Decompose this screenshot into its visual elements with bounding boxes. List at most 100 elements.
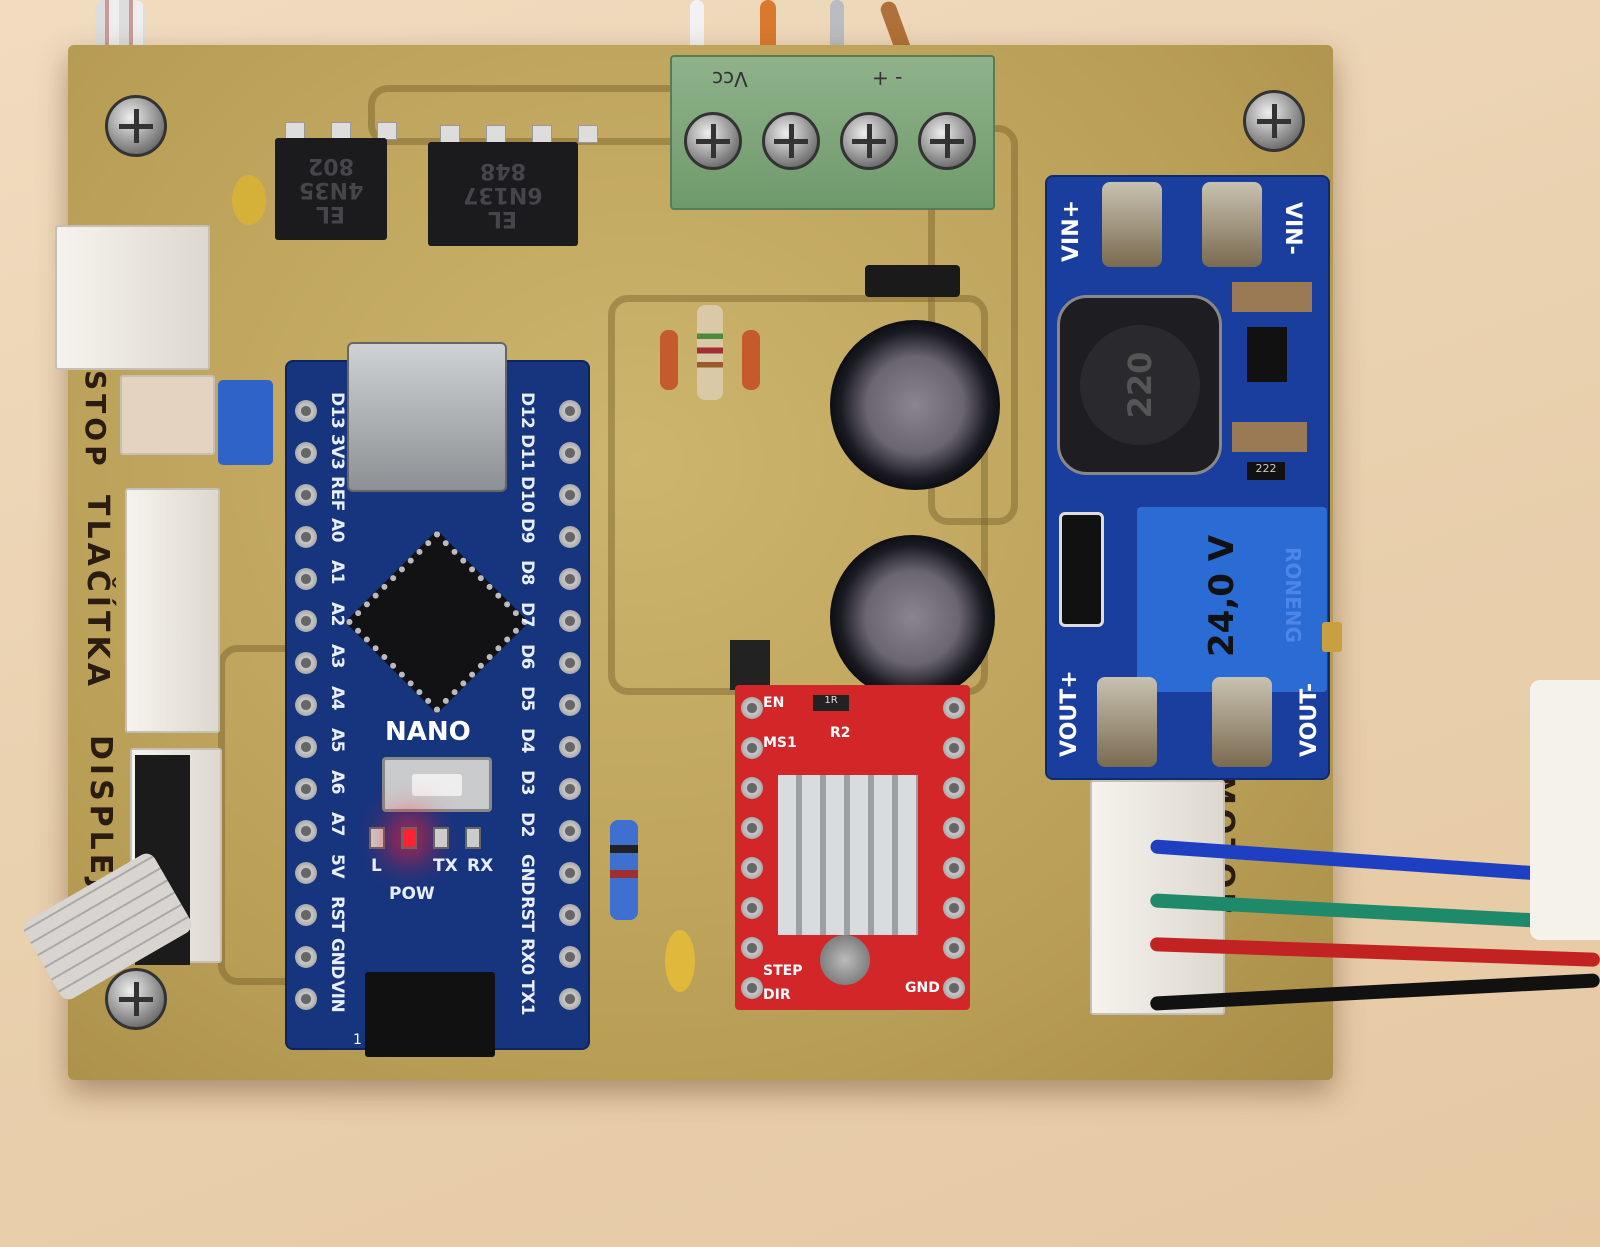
nano-pin-3v3 [295, 442, 317, 464]
driver-pin [943, 777, 965, 799]
driver-header [730, 640, 770, 690]
driver-pin [943, 937, 965, 959]
nano-pin-d7 [559, 610, 581, 632]
optocoupler-6n137: 848 6N137 EL [428, 142, 578, 246]
pot-brand: RONENG [1281, 547, 1305, 643]
schottky-diode [1059, 512, 1104, 627]
nano-pin-tx1 [559, 988, 581, 1010]
smd-capacitor [1232, 422, 1307, 452]
driver-pin [741, 777, 763, 799]
nano-pin-label: 5V [327, 854, 347, 878]
nano-pin-a0 [295, 526, 317, 548]
nano-pin-label: RST [327, 896, 347, 932]
inductor-marking: 220 [1079, 325, 1200, 445]
vout-minus-label: VOUT- [1297, 682, 1322, 757]
led-label-pow: POW [389, 884, 435, 904]
vin-minus-label: VIN- [1280, 202, 1305, 255]
buttons-connector [125, 488, 220, 733]
label-buttons: TLAČÍTKA [80, 495, 115, 690]
driver-pin-dir: DIR [763, 987, 791, 1003]
label-display: DISPLEJ [83, 735, 118, 894]
terminal-screw [840, 112, 898, 170]
optocoupler-4n35: 802 4N35 EL [275, 138, 387, 240]
nano-pin-label: A4 [327, 686, 347, 710]
driver-pin [943, 817, 965, 839]
nano-pin-label: A3 [327, 644, 347, 668]
nano-pin-d8 [559, 568, 581, 590]
nano-pin-label: D5 [517, 686, 537, 711]
inductor: 220 [1057, 295, 1222, 475]
output-voltage-potentiometer[interactable]: RONENG 24,0 V [1137, 507, 1342, 692]
nano-pin-gnd [295, 946, 317, 968]
driver-pin-step: STEP [763, 963, 803, 979]
chip-maker: EL [488, 206, 518, 231]
driver-pin [741, 817, 763, 839]
nano-pin-label: VIN [327, 980, 347, 1013]
chip-part: 6N137 [463, 182, 543, 207]
vin-plus-label: VIN+ [1059, 199, 1084, 262]
driver-pin [741, 737, 763, 759]
smd-capacitor [1232, 282, 1312, 312]
nano-pin-label: D3 [517, 770, 537, 795]
terminal-screw [918, 112, 976, 170]
vin-minus-pad [1202, 182, 1262, 267]
nano-pin-label: D11 [517, 434, 537, 471]
driver-pin-ms1: MS1 [763, 735, 797, 751]
driver-pin-en: EN [763, 695, 785, 711]
heatsink [778, 775, 918, 935]
nano-pin-5v [295, 862, 317, 884]
nano-label: NANO [385, 717, 471, 747]
mini-usb-port[interactable] [347, 342, 507, 492]
driver-pin [943, 697, 965, 719]
resistor-blue [610, 820, 638, 920]
nano-pin-rst [559, 904, 581, 926]
nano-pin-rx0 [559, 946, 581, 968]
icsp-header [365, 972, 495, 1057]
nano-pin-a7 [295, 820, 317, 842]
nano-pin-label: 3V3 [327, 434, 347, 470]
nano-pin-label: A0 [327, 518, 347, 542]
nano-pin-label: A7 [327, 812, 347, 836]
driver-pin [943, 857, 965, 879]
nano-pin-d5 [559, 694, 581, 716]
nano-pin-rst [295, 904, 317, 926]
nano-pin-label: D2 [517, 812, 537, 837]
reset-button[interactable] [382, 757, 492, 812]
terminal-screw [762, 112, 820, 170]
led-label-l: L [371, 856, 382, 876]
nano-pin-label: GND [517, 854, 537, 895]
nano-pin-d10 [559, 484, 581, 506]
vin-plus-pad [1102, 182, 1162, 267]
label-stop: STOP [79, 370, 112, 470]
chip-maker: EL [316, 201, 346, 226]
driver-pin-gnd: GND [905, 980, 940, 996]
current-trim-pot[interactable] [820, 935, 870, 985]
vout-plus-pad [1097, 677, 1157, 767]
nano-pin-label: D10 [517, 476, 537, 513]
mounting-screw-top-left [105, 95, 167, 157]
nano-pin-a1 [295, 568, 317, 590]
driver-pin [741, 857, 763, 879]
terminal-screw [684, 112, 742, 170]
nano-pin-label: GND [327, 938, 347, 979]
nano-pin-label: A5 [327, 728, 347, 752]
microcontroller [345, 530, 529, 714]
nano-pin-label: REF [327, 476, 347, 511]
electrolytic-capacitor [830, 535, 995, 700]
boost-ic [1247, 327, 1287, 382]
chip-code: 802 [308, 153, 354, 178]
nano-pin-a4 [295, 694, 317, 716]
nano-pin-gnd [559, 862, 581, 884]
boost-converter-module: VIN+ VIN- 220 222 RONENG 24,0 V VOUT+ VO… [1045, 175, 1342, 780]
terminal-label-vcc: Vcc [712, 67, 748, 91]
nano-pin-d6 [559, 652, 581, 674]
nano-pin-label: TX1 [517, 980, 537, 1016]
nano-pin-d4 [559, 736, 581, 758]
chip-code: 848 [480, 158, 526, 183]
led-tx [433, 827, 449, 849]
icsp-pin1-label: 1 [353, 1032, 362, 1048]
smd-resistor: 1R [813, 695, 849, 711]
nano-pin-d2 [559, 820, 581, 842]
pot-adjust-screw[interactable] [1322, 622, 1342, 652]
